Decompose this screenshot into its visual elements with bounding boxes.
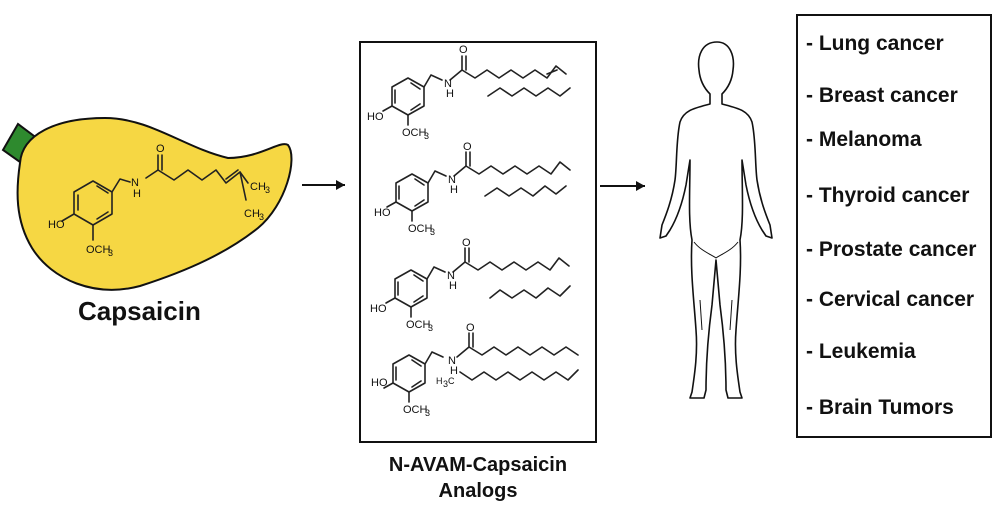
- analog3-o-atom: O: [462, 237, 471, 249]
- analog-molecule-1: [382, 55, 571, 126]
- analog-molecule-2: [386, 151, 571, 222]
- analog2-h-atom: H: [450, 184, 458, 196]
- capsaicin-label: Capsaicin: [78, 296, 201, 326]
- analog3-h-atom: H: [449, 280, 457, 292]
- capsaicin-molecule: [61, 154, 249, 241]
- capsaicin-ch3-top: CH: [250, 181, 266, 193]
- analog4-och3-sub: 3: [425, 408, 430, 418]
- analog1-h-atom: H: [446, 88, 454, 100]
- capsaicin-och3-atom: OCH: [86, 244, 111, 256]
- analog4-h-atom: H: [450, 365, 458, 377]
- cancer-item-breast: - Breast cancer: [806, 84, 958, 107]
- cancer-item-melanoma: - Melanoma: [806, 128, 922, 151]
- analog4-h3c-c: C: [448, 376, 455, 386]
- capsaicin-och3-sub: 3: [108, 248, 113, 258]
- analog4-och3-atom: OCH: [403, 404, 428, 416]
- analog3-och3-sub: 3: [428, 323, 433, 333]
- pepper-body: [16, 116, 293, 291]
- arrow-pepper-to-analogs: [302, 180, 345, 190]
- cancer-item-brain: - Brain Tumors: [806, 396, 954, 419]
- analogs-title: N-AVAM-Capsaicin Analogs: [360, 452, 596, 504]
- capsaicin-ch3-bot: CH: [244, 208, 260, 220]
- analog4-h3c-sub: 3: [443, 379, 448, 389]
- cancer-item-cervical: - Cervical cancer: [806, 288, 975, 311]
- pepper-illustration: [1, 116, 293, 291]
- analog1-och3-sub: 3: [424, 131, 429, 141]
- analog2-o-atom: O: [463, 141, 472, 153]
- human-body-outline: [659, 41, 773, 399]
- capsaicin-ch3-top-sub: 3: [265, 185, 270, 195]
- analog2-och3-sub: 3: [430, 227, 435, 237]
- capsaicin-n-atom: N: [131, 177, 139, 189]
- cancer-item-prostate: - Prostate cancer: [806, 238, 977, 261]
- cancer-item-lung: - Lung cancer: [806, 32, 944, 55]
- analog4-ho-atom: HO: [371, 377, 388, 389]
- capsaicin-ho-atom: HO: [48, 219, 65, 231]
- analog2-n-atom: N: [448, 174, 456, 186]
- arrow-analogs-to-body: [600, 181, 645, 191]
- cancer-list-box: - Lung cancer - Breast cancer - Melanoma…: [796, 14, 992, 438]
- capsaicin-h-atom: H: [133, 188, 141, 200]
- analog-molecule-3: [385, 247, 571, 318]
- analog1-n-atom: N: [444, 78, 452, 90]
- analogs-title-line1: N-AVAM-Capsaicin: [388, 454, 568, 476]
- analogs-box: [359, 41, 597, 443]
- analog1-ho-atom: HO: [367, 111, 384, 123]
- analog1-o-atom: O: [459, 44, 468, 56]
- capsaicin-ch3-bot-sub: 3: [259, 212, 264, 222]
- analog2-och3-atom: OCH: [408, 223, 433, 235]
- analog-molecule-4: [383, 332, 579, 403]
- analog2-ho-atom: HO: [374, 207, 391, 219]
- analog4-n-atom: N: [448, 355, 456, 367]
- analog3-och3-atom: OCH: [406, 319, 431, 331]
- capsaicin-o-atom: O: [156, 143, 165, 155]
- cancer-item-leukemia: - Leukemia: [806, 340, 916, 363]
- cancer-item-thyroid: - Thyroid cancer: [806, 184, 970, 207]
- analog3-n-atom: N: [447, 270, 455, 282]
- analog1-och3-atom: OCH: [402, 127, 427, 139]
- analog4-o-atom: O: [466, 322, 475, 334]
- analog4-h3c-h: H: [436, 376, 443, 386]
- analog3-ho-atom: HO: [370, 303, 387, 315]
- analogs-title-line2: Analogs: [438, 480, 518, 502]
